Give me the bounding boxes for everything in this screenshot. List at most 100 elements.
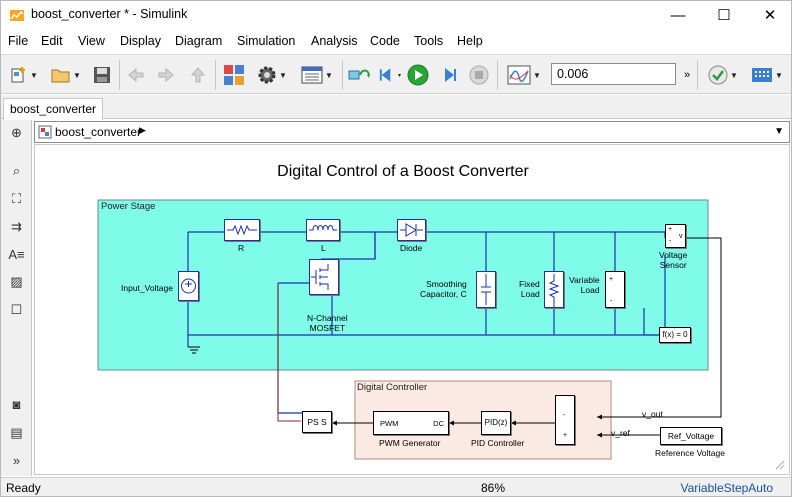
back-button[interactable] — [125, 63, 147, 87]
simulation-data-inspector-button[interactable]: ▼ — [503, 63, 545, 87]
sum-block[interactable]: - + — [555, 395, 575, 445]
fit-view-icon: ⛶ — [11, 190, 22, 206]
ps-simulink-converter-block[interactable]: PS S — [302, 411, 332, 433]
toolbar-separator — [342, 60, 343, 90]
screenshot-button[interactable]: ◙ — [8, 396, 25, 413]
menu-view[interactable]: View — [78, 34, 105, 48]
model-canvas[interactable]: Digital Control of a Boost Converter — [34, 144, 790, 475]
menu-edit[interactable]: Edit — [41, 34, 63, 48]
menu-analysis[interactable]: Analysis — [311, 34, 358, 48]
stop-time-input[interactable] — [551, 63, 676, 85]
mosfet-block[interactable] — [309, 259, 339, 295]
hide-show-explorer-button[interactable]: ⊕ — [8, 124, 25, 141]
zoom-button[interactable]: ⌕ — [8, 162, 25, 179]
toolbar-separator — [697, 60, 698, 90]
resistor-label: R — [238, 243, 245, 253]
model-explorer-icon — [301, 66, 323, 84]
solver-configuration-block[interactable]: f(x) = 0 — [659, 327, 691, 343]
area-button[interactable]: ☐ — [8, 301, 25, 318]
capacitor-block[interactable] — [476, 271, 496, 308]
model-explorer-button[interactable]: ▼ — [297, 63, 337, 87]
check-circle-icon — [708, 65, 728, 85]
breadcrumb-arrow-icon[interactable]: ▶ — [139, 125, 146, 135]
menu-display[interactable]: Display — [120, 34, 161, 48]
folder-icon — [51, 69, 70, 83]
simulink-app-icon — [10, 10, 24, 21]
menu-help[interactable]: Help — [457, 34, 483, 48]
menu-file[interactable]: File — [8, 34, 29, 48]
library-browser-icon — [224, 65, 244, 85]
open-button[interactable]: ▼ — [49, 63, 83, 87]
image-button[interactable]: ▨ — [8, 273, 25, 290]
step-forward-button[interactable] — [437, 63, 461, 87]
inductor-label: L — [321, 243, 326, 253]
build-button[interactable]: ▼ — [749, 63, 785, 87]
input-voltage-block[interactable] — [178, 271, 199, 301]
reference-voltage-block[interactable]: Ref_Voltage — [660, 427, 722, 445]
stop-time-more-button[interactable]: » — [683, 69, 691, 81]
pwm-generator-block[interactable]: PWM DC — [373, 411, 449, 435]
new-model-button[interactable]: ▼ — [7, 63, 41, 87]
back-arrow-icon — [128, 67, 144, 83]
fit-view-button[interactable]: ⛶ — [8, 190, 25, 207]
tab-bar: boost_converter — [1, 95, 791, 120]
diode-block[interactable] — [397, 219, 426, 241]
build-icon — [752, 68, 773, 82]
capacitor-label: Smoothing Capacitor, C — [420, 279, 467, 299]
digital-controller-label: Digital Controller — [357, 382, 428, 393]
stop-button[interactable] — [467, 63, 491, 87]
update-diagram-button[interactable] — [346, 63, 372, 87]
menu-tools[interactable]: Tools — [414, 34, 444, 48]
model-browser-button[interactable]: ▤ — [8, 424, 25, 441]
menu-simulation[interactable]: Simulation — [237, 34, 296, 48]
input-voltage-label: Input_Voltage — [121, 283, 173, 293]
voltage-sensor-block[interactable]: + v - — [665, 224, 686, 248]
mosfet-icon — [311, 264, 329, 290]
dc-source-icon — [181, 278, 196, 294]
diode-icon — [400, 223, 423, 237]
gear-icon — [258, 66, 276, 84]
step-back-icon — [379, 68, 391, 82]
inductor-block[interactable] — [306, 219, 340, 241]
expand-palette-button[interactable]: » — [8, 452, 25, 469]
address-dropdown-icon[interactable]: ▼ — [774, 126, 784, 137]
library-browser-button[interactable] — [221, 63, 247, 87]
run-button[interactable] — [405, 63, 431, 87]
menu-diagram[interactable]: Diagram — [175, 34, 223, 48]
forward-arrow-icon — [158, 67, 174, 83]
save-button[interactable] — [91, 63, 113, 87]
variable-load-label: Variable Load — [569, 275, 600, 295]
menu-code[interactable]: Code — [370, 34, 400, 48]
image-icon: ▨ — [10, 273, 23, 289]
signal-arrow-button[interactable]: ⇉ — [8, 218, 25, 235]
double-chevron-icon: » — [12, 453, 21, 468]
tab-boost-converter[interactable]: boost_converter — [3, 98, 103, 120]
minimize-button[interactable]: — — [670, 6, 686, 24]
status-bar: Ready 86% VariableStepAuto — [1, 477, 791, 496]
zoom-level: 86% — [481, 481, 506, 495]
solver-status[interactable]: VariableStepAuto — [680, 481, 773, 495]
reference-voltage-label: Reference Voltage — [655, 448, 725, 458]
fixed-load-block[interactable] — [544, 271, 564, 308]
close-button[interactable]: ✕ — [763, 7, 777, 24]
model-settings-button[interactable]: ▼ — [253, 63, 291, 87]
pid-controller-block[interactable]: PID(z) — [481, 411, 511, 435]
model-browser-icon: ▤ — [10, 424, 23, 440]
breadcrumb-model[interactable]: boost_converter — [55, 125, 142, 139]
model-advisor-button[interactable]: ▼ — [703, 63, 743, 87]
address-bar[interactable]: boost_converter ▶ ▼ — [34, 121, 790, 143]
maximize-button[interactable]: ☐ — [717, 7, 731, 24]
power-stage-label: Power Stage — [101, 201, 156, 212]
annotation-button[interactable]: A≡ — [8, 246, 25, 263]
resize-grip-icon[interactable] — [773, 458, 785, 470]
left-palette: ⊕ ⌕ ⛶ ⇉ A≡ ▨ ☐ ◙ ▤ » — [1, 120, 32, 476]
forward-button[interactable] — [155, 63, 177, 87]
variable-load-block[interactable]: +- — [605, 271, 625, 308]
pid-controller-label: PID Controller — [471, 438, 525, 448]
step-back-button[interactable]: ▾ — [377, 63, 401, 87]
resistor-block[interactable] — [224, 219, 260, 241]
play-icon — [407, 64, 429, 86]
up-button[interactable] — [187, 63, 209, 87]
up-arrow-icon — [190, 67, 206, 83]
